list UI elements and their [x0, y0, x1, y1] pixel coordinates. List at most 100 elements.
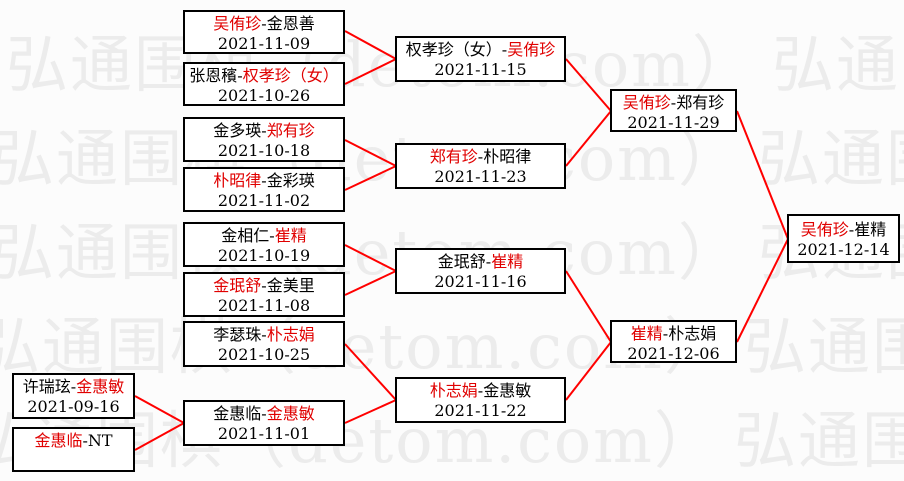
connector-line [565, 110, 612, 167]
players-separator: - [261, 276, 267, 295]
player-name: 金惠临 [213, 404, 262, 423]
player-name: 金惠敏 [483, 381, 532, 400]
connector-line [565, 341, 612, 401]
player-name: 朴昭律 [483, 147, 532, 166]
watermark-text: 弘通围棋（detom.com） [771, 28, 904, 101]
player-name: 金恩善 [266, 14, 315, 33]
match-box-quarterfinal-2: 郑有珍-朴昭律 2021-11-23 [395, 143, 566, 189]
players-separator: - [848, 220, 855, 239]
connector-line [565, 58, 612, 112]
match-box-round1-7: 李瑟珠-朴志娟 2021-10-25 [183, 321, 345, 367]
connector-line [736, 238, 789, 343]
match-players: 朴昭律-金彩瑛 [185, 171, 343, 191]
player-name: 金相仁 [221, 226, 270, 245]
player-name: 吴侑珍 [507, 40, 556, 59]
player-name: 朴志娟 [429, 381, 478, 400]
match-box-round1-1: 吴侑珍-金恩善 2021-11-09 [183, 10, 345, 54]
match-date: 2021-11-29 [627, 113, 720, 132]
player-name: 金惠敏 [266, 404, 315, 423]
match-date: 2021-11-08 [217, 296, 311, 315]
match-players: 吴侑珍-金恩善 [185, 14, 343, 34]
match-box-round1-6: 金珉舒-金美里 2021-11-08 [183, 272, 345, 317]
match-players: 吴侑珍-郑有珍 [612, 93, 735, 113]
match-box-final: 吴侑珍-崔精 2021-12-14 [787, 214, 900, 263]
watermark-row: 弘通围棋（detom.com）弘通围棋（detom.com） [6, 30, 904, 100]
connector-line [344, 30, 397, 60]
match-date: 2021-11-15 [434, 60, 527, 79]
player-name: 吴侑珍 [213, 14, 262, 33]
players-separator: - [269, 226, 275, 245]
match-box-semifinal-2: 崔精-朴志娟 2021-12-06 [610, 320, 737, 363]
match-date: 2021-11-16 [434, 272, 527, 291]
players-separator: - [477, 147, 484, 166]
players-separator: - [485, 252, 492, 271]
players-separator: - [501, 40, 508, 59]
player-name: 崔精 [274, 226, 307, 245]
player-name: 金惠敏 [76, 377, 125, 396]
match-players: 张恩穦-权孝珍（女） [185, 66, 343, 86]
watermark-text: 弘通围棋（detom.com） [757, 122, 904, 195]
match-date: 2021-12-14 [797, 240, 890, 259]
match-box-quarterfinal-1: 权孝珍（女）-吴侑珍 2021-11-15 [395, 36, 566, 82]
player-name: 金彩瑛 [266, 171, 315, 190]
connector-line [344, 165, 397, 191]
match-box-quarterfinal-3: 金珉舒-崔精 2021-11-16 [395, 248, 566, 294]
match-box-round1-3: 金多瑛-郑有珍 2021-10-18 [183, 117, 345, 162]
players-separator: - [237, 66, 243, 85]
player-name: 金美里 [266, 276, 315, 295]
player-name: 郑有珍 [429, 147, 478, 166]
match-box-round1-5: 金相仁-崔精 2021-10-19 [183, 222, 345, 267]
match-date: 2021-10-26 [217, 86, 311, 105]
watermark-text: 弘通围棋（detom.com） [0, 310, 728, 383]
players-separator: - [82, 431, 88, 450]
players-separator: - [70, 377, 77, 396]
match-box-round1-4: 朴昭律-金彩瑛 2021-11-02 [183, 167, 345, 212]
connector-line [344, 139, 397, 167]
player-name: 吴侑珍 [622, 93, 671, 112]
player-name: 朴志娟 [266, 325, 315, 344]
match-players: 金惠临-NT [14, 431, 133, 451]
player-name: 权孝珍（女） [405, 40, 502, 59]
connector-line [134, 422, 185, 451]
match-date: 2021-09-16 [27, 397, 120, 416]
match-date: 2021-10-18 [217, 141, 311, 160]
watermark-text: 弘通围棋（detom.com） [743, 310, 904, 383]
watermark-text: 弘通围棋（detom.com） [6, 28, 756, 101]
match-players: 金珉舒-崔精 [397, 252, 564, 272]
match-box-semifinal-1: 吴侑珍-郑有珍 2021-11-29 [610, 89, 737, 132]
players-separator: - [261, 171, 267, 190]
match-date: 2021-10-19 [217, 246, 311, 265]
match-players: 郑有珍-朴昭律 [397, 147, 564, 167]
match-box-quarterfinal-4: 朴志娟-金惠敏 2021-11-22 [395, 377, 566, 423]
watermark-text: 弘通围棋（detom.com） [0, 216, 742, 289]
players-separator: - [670, 93, 677, 112]
player-name: 崔精 [854, 220, 887, 239]
match-box-round1-2: 张恩穦-权孝珍（女） 2021-10-26 [183, 62, 345, 106]
match-date: 2021-11-09 [217, 34, 311, 53]
connector-line [565, 270, 612, 343]
players-separator: - [261, 404, 267, 423]
connector-line [344, 244, 397, 272]
players-separator: - [261, 14, 267, 33]
player-name: 朴昭律 [213, 171, 262, 190]
players-separator: - [662, 324, 669, 343]
match-date: 2021-12-06 [627, 344, 720, 363]
match-players: 吴侑珍-崔精 [789, 220, 898, 240]
watermark-text: 弘通围棋（detom.com） [733, 404, 904, 477]
match-players: 崔精-朴志娟 [612, 324, 735, 344]
player-name: 郑有珍 [676, 93, 725, 112]
player-name: NT [87, 431, 113, 450]
match-box-round1-8: 金惠临-金惠敏 2021-11-01 [183, 400, 345, 446]
watermark-text: 弘通围棋（detom.com） [0, 122, 742, 195]
connector-line [344, 399, 397, 424]
players-separator: - [261, 121, 267, 140]
players-separator: - [477, 381, 484, 400]
connector-line [344, 270, 397, 296]
connector-line [134, 395, 185, 424]
player-name: 金惠临 [34, 431, 83, 450]
connector-line [736, 110, 789, 240]
match-players: 权孝珍（女）-吴侑珍 [397, 40, 564, 60]
player-name: 崔精 [630, 324, 663, 343]
